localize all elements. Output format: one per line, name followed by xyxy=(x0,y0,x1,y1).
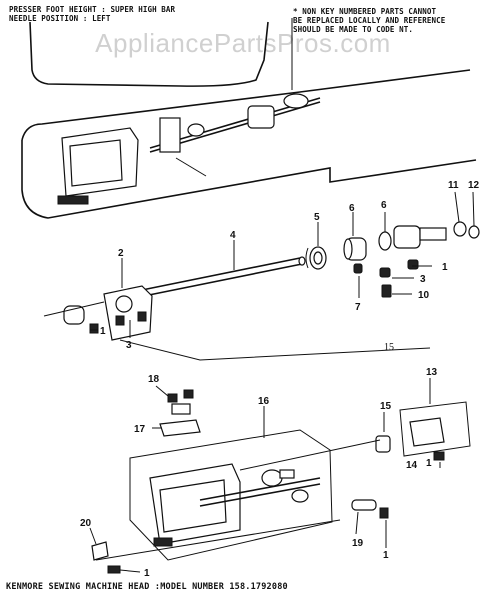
callout-11: 11 xyxy=(448,180,459,191)
presser-foot-height-text: PRESSER FOOT HEIGHT : SUPER HIGH BAR xyxy=(9,5,176,14)
note-line-2: BE REPLACED LOCALLY AND REFERENCE xyxy=(293,16,446,25)
pins-and-screws xyxy=(91,439,389,574)
presser-foot-note: PRESSER FOOT HEIGHT : SUPER HIGH BAR NEE… xyxy=(9,5,239,23)
callout-1-e: 1 xyxy=(426,458,432,469)
callout-1-c: 1 xyxy=(383,550,389,561)
callout-10: 10 xyxy=(418,290,430,301)
watermark: AppliancePartsPros.com xyxy=(95,28,391,58)
bushing-part-8 xyxy=(343,237,367,274)
callout-17: 17 xyxy=(134,424,146,435)
callout-1-b: 1 xyxy=(100,326,106,337)
note-line-3: SHOULD BE MADE TO CODE NT. xyxy=(293,25,413,34)
callout-15: 15 xyxy=(380,401,392,412)
rock-shaft xyxy=(141,256,306,297)
callout-13: 13 xyxy=(426,367,438,378)
callout-18: 18 xyxy=(148,374,160,385)
callout-20: 20 xyxy=(80,518,92,529)
crank-part-5 xyxy=(305,246,327,270)
callout-3-a: 3 xyxy=(420,274,426,285)
callout-3-b: 3 xyxy=(126,340,132,351)
plate-part-17 xyxy=(159,389,201,437)
link-assembly xyxy=(378,221,480,298)
callout-12: 12 xyxy=(468,180,480,191)
top-assembly xyxy=(57,93,321,205)
callout-6: 6 xyxy=(381,200,387,211)
callout-8: 6 xyxy=(349,203,355,214)
callouts: 2 4 5 6 6 11 12 7 1 3 10 1 3 13 15 16 17… xyxy=(80,180,480,579)
callout-1-a: 1 xyxy=(442,262,448,273)
callout-2: 2 xyxy=(118,248,124,259)
callout-19: 19 xyxy=(352,538,364,549)
callout-7: 7 xyxy=(355,302,361,313)
callout-4: 4 xyxy=(230,230,236,241)
machine-head-outline xyxy=(21,18,477,219)
page-number: 15 xyxy=(384,342,394,353)
model-number-footer: KENMORE SEWING MACHINE HEAD :MODEL NUMBE… xyxy=(6,582,288,592)
note-line-1: * NON KEY NUMBERED PARTS CANNOT xyxy=(293,7,437,16)
leader-lines xyxy=(89,191,475,573)
callout-14: 14 xyxy=(406,460,418,471)
callout-5: 5 xyxy=(314,212,320,223)
bracket-part-2 xyxy=(43,285,431,361)
callout-1-d: 1 xyxy=(144,568,150,579)
bracket-part-13 xyxy=(375,401,471,461)
needle-position-text: NEEDLE POSITION : LEFT xyxy=(9,14,111,23)
non-key-parts-note: * NON KEY NUMBERED PARTS CANNOT BE REPLA… xyxy=(293,7,478,34)
lower-assembly-16 xyxy=(129,429,333,561)
callout-16: 16 xyxy=(258,396,270,407)
